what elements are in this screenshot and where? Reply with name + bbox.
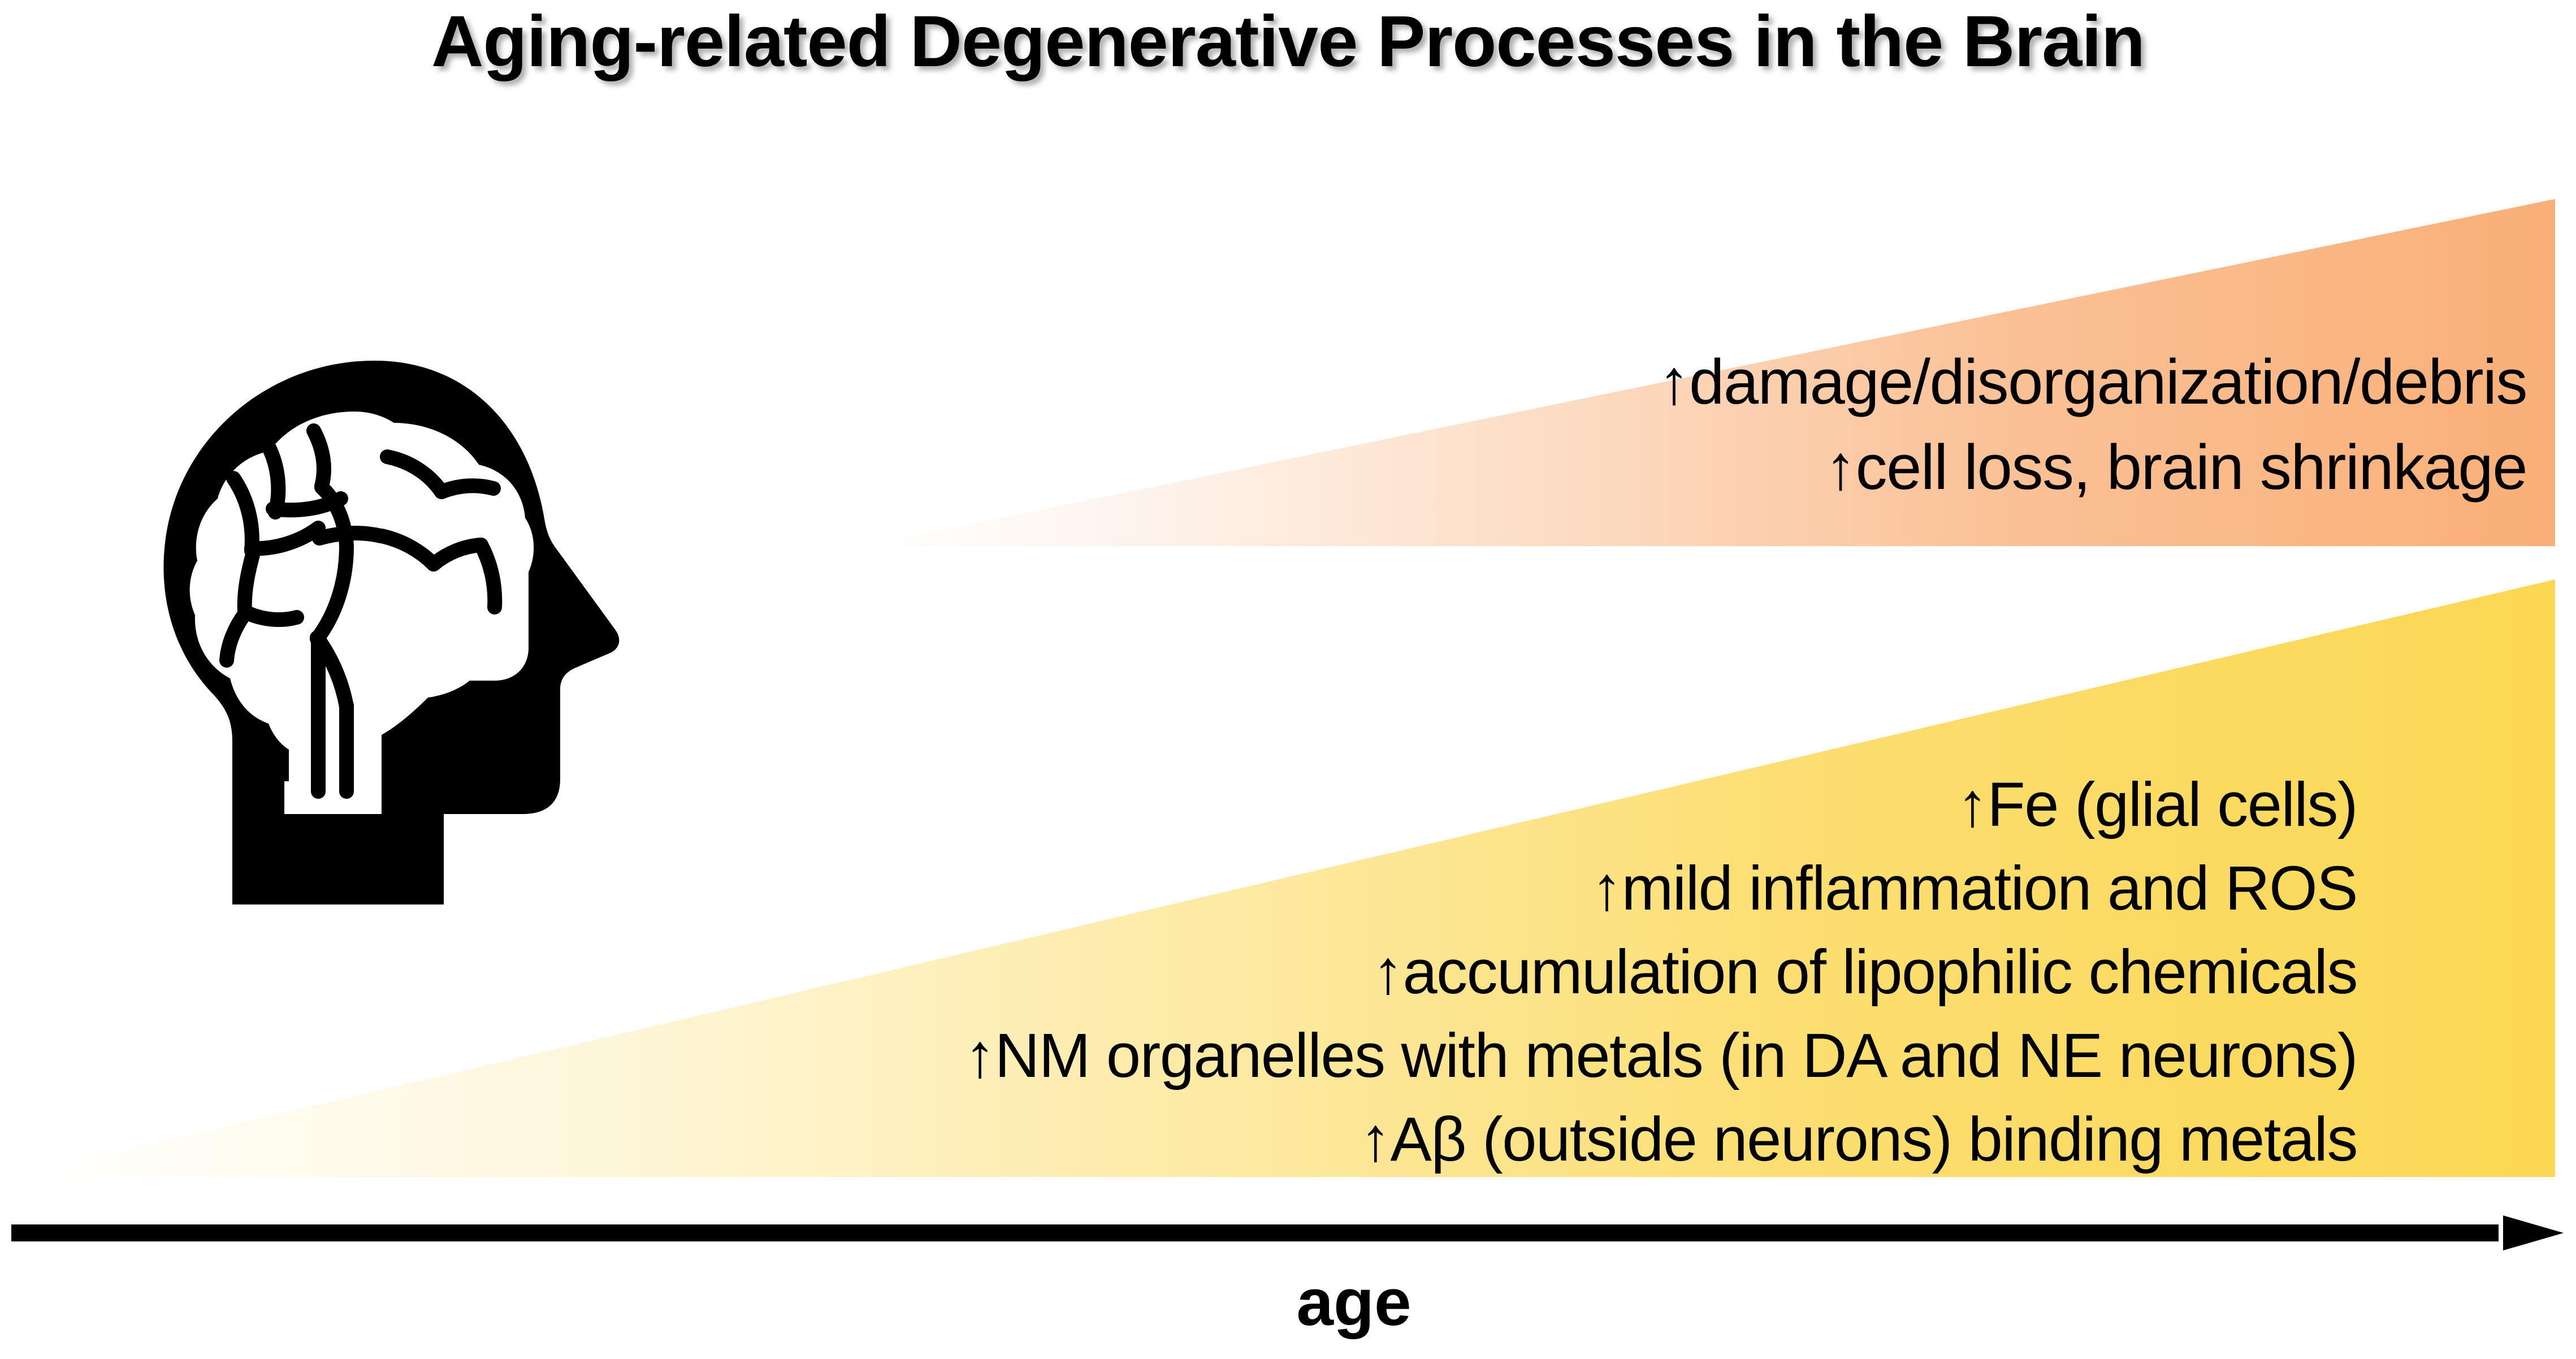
accumulation-wedge-text: ↑Fe (glial cells) ↑mild inflammation and… [964,763,2358,1181]
accumulation-line-1: ↑Fe (glial cells) [1957,770,2358,839]
accumulation-line-2: ↑mild inflammation and ROS [1591,853,2358,923]
accumulation-line-4: ↑NM organelles with metals (in DA and NE… [964,1020,2358,1090]
head-with-brain-icon [127,339,636,904]
damage-line-2: ↑cell loss, brain shrinkage [1825,432,2527,503]
page-title: Aging-related Degenerative Processes in … [431,1,2145,82]
damage-line-1: ↑damage/disorganization/debris [1658,347,2528,417]
age-axis-arrow-icon [11,1215,2564,1250]
accumulation-line-5: ↑Aβ (outside neurons) binding metals [1360,1104,2358,1174]
damage-wedge-text: ↑damage/disorganization/debris ↑cell los… [1658,339,2528,510]
accumulation-line-3: ↑accumulation of lipophilic chemicals [1373,937,2358,1007]
age-axis-label: age [1296,1265,1412,1340]
